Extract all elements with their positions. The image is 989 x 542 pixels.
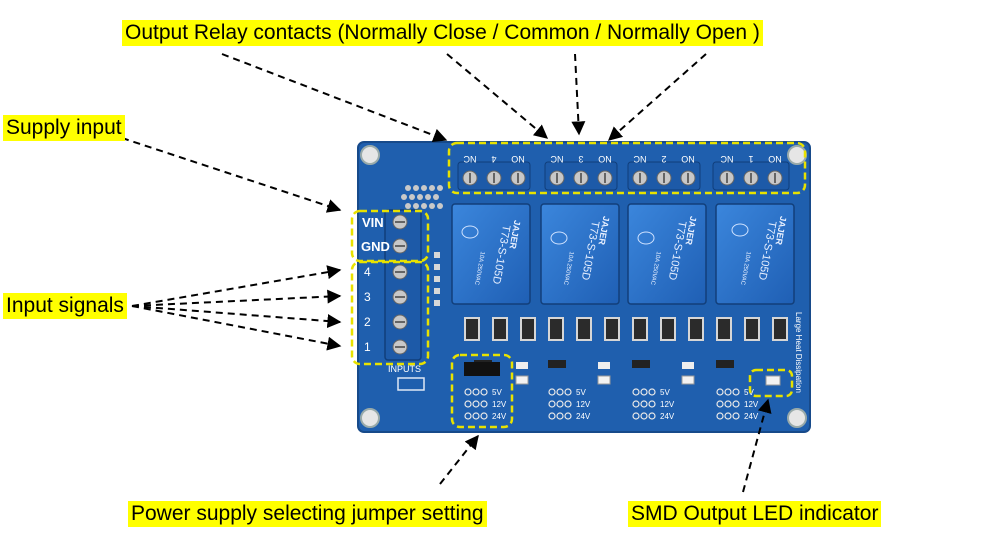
svg-text:10A 250VAC: 10A 250VAC (739, 251, 751, 286)
callout-arrows (121, 53, 772, 493)
arrow-led (742, 398, 772, 493)
relay-contacts-callout: Output Relay contacts (Normally Close / … (122, 20, 763, 46)
led-highlight (748, 368, 794, 398)
solder-pads (401, 185, 443, 209)
svg-text:24V: 24V (744, 412, 759, 421)
mounting-hole (360, 408, 380, 428)
ch2-nc-label: NC (633, 154, 646, 164)
ch1-nc-label: NC (720, 154, 733, 164)
jumper-block-3: 5V 12V 24V (548, 388, 591, 421)
arrow-relay-4 (607, 53, 707, 141)
ch4-num-label: 4 (491, 154, 496, 164)
ch2-no-label: NO (681, 154, 695, 164)
jumper-block-2: 5V 12V 24V (632, 388, 675, 421)
svg-text:12V: 12V (576, 400, 591, 409)
relay-contacts-highlight (447, 141, 807, 195)
relay-4: T73-S-105D JAJER 10A 250VAC (451, 203, 531, 305)
heat-dissipation-text: Large Heat Dissipation (794, 312, 803, 393)
arrow-input-3 (131, 289, 342, 307)
arrow-supply (121, 137, 342, 213)
arrow-input-1 (131, 305, 342, 351)
relay-2: T73-S-105D JAJER 10A 250VAC (627, 203, 707, 305)
svg-text:12V: 12V (744, 400, 759, 409)
ch3-num-label: 3 (578, 154, 583, 164)
ch1-no-label: NO (768, 154, 782, 164)
input-terminal-block: VIN GND 4 3 2 1 INPUTS (361, 209, 422, 374)
mounting-hole (787, 408, 807, 428)
svg-text:10A 250VAC: 10A 250VAC (562, 251, 574, 286)
mounting-hole (360, 145, 380, 165)
ch4-nc-label: NC (463, 154, 476, 164)
jumper-highlight (450, 353, 514, 429)
input-1-label: 1 (364, 340, 371, 354)
svg-text:5V: 5V (492, 388, 502, 397)
input-signals-callout: Input signals (3, 293, 127, 319)
input-2-label: 2 (364, 315, 371, 329)
svg-text:24V: 24V (660, 412, 675, 421)
ch3-no-label: NO (598, 154, 612, 164)
ch4-no-label: NO (511, 154, 525, 164)
relays: T73-S-105D JAJER 10A 250VAC T73-S-105D J… (451, 203, 795, 305)
ch3-nc-label: NC (550, 154, 563, 164)
input-signals-highlight (350, 260, 430, 366)
arrow-input-4 (131, 265, 342, 307)
jumper-setting-callout: Power supply selecting jumper setting (128, 501, 487, 527)
highlight-boxes (350, 141, 807, 429)
svg-text:24V: 24V (492, 412, 507, 421)
inputs-label: INPUTS (388, 364, 421, 374)
svg-text:10A 250VAC: 10A 250VAC (473, 251, 485, 286)
vin-label: VIN (362, 215, 384, 230)
arrow-jumper (439, 434, 479, 485)
svg-text:24V: 24V (576, 412, 591, 421)
gnd-label: GND (361, 239, 390, 254)
ch2-num-label: 2 (661, 154, 666, 164)
smd-leds (515, 375, 781, 386)
input-3-label: 3 (364, 290, 371, 304)
output-terminals: NC 4 NO NC 3 NO NC 2 NO NC 1 NO (457, 154, 790, 191)
svg-text:12V: 12V (492, 400, 507, 409)
arrow-relay-1 (221, 53, 448, 143)
arrow-relay-3 (571, 53, 586, 136)
header-pins (434, 252, 440, 306)
led-indicator-callout: SMD Output LED indicator (628, 501, 882, 527)
supply-input-callout: Supply input (3, 115, 125, 141)
ch1-num-label: 1 (748, 154, 753, 164)
supply-input-highlight (350, 209, 430, 263)
input-4-label: 4 (364, 265, 371, 279)
svg-text:5V: 5V (660, 388, 670, 397)
arrow-input-2 (131, 305, 342, 329)
svg-text:5V: 5V (576, 388, 586, 397)
svg-text:10A 250VAC: 10A 250VAC (649, 251, 661, 286)
relay-3: T73-S-105D JAJER 10A 250VAC (540, 203, 620, 305)
jumper-block-4: 5V 12V 24V (464, 362, 507, 421)
svg-text:12V: 12V (660, 400, 675, 409)
arrow-relay-2 (446, 53, 549, 139)
mounting-hole (787, 145, 807, 165)
smd-resistors (464, 317, 788, 341)
relay-1: T73-S-105D JAJER 10A 250VAC (715, 203, 795, 305)
